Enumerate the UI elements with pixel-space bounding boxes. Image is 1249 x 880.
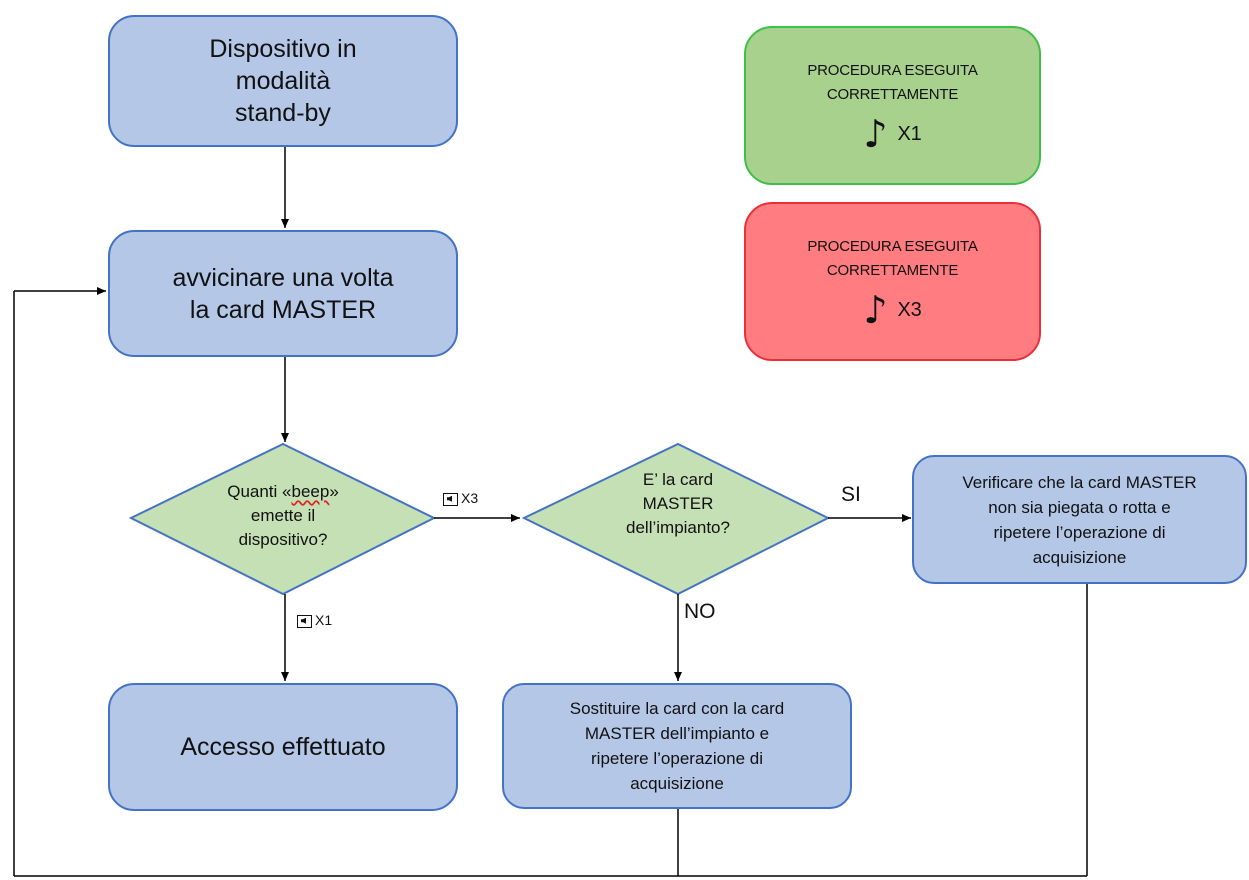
master-question-line: MASTER <box>642 494 714 513</box>
legend-success: PROCEDURA ESEGUITA CORRETTAMENTE ♪ X1 <box>744 26 1041 185</box>
beep-question-diamond <box>128 442 437 596</box>
edge-label-si: SI <box>841 483 861 506</box>
speaker-icon <box>297 614 312 628</box>
approach-line: avvicinare una volta <box>172 263 394 292</box>
legend-success-sound: ♪ X1 <box>863 115 921 153</box>
legend-success-line: CORRETTAMENTE <box>826 85 959 103</box>
edge-label-no: NO <box>684 600 716 623</box>
legend-success-line: PROCEDURA ESEGUITA <box>807 61 978 79</box>
replace-line: Sostituire la card con la card <box>569 699 785 718</box>
verify-line: non sia piegata o rotta e <box>988 497 1171 517</box>
master-question-line: dell’impianto? <box>626 518 730 537</box>
edge-label-x3: X3 <box>443 490 478 506</box>
legend-failure-line: PROCEDURA ESEGUITA <box>807 237 978 255</box>
legend-failure-line: CORRETTAMENTE <box>826 261 959 279</box>
legend-failure-sound: ♪ X3 <box>863 291 921 329</box>
standby-node: Dispositivo in modalità stand-by <box>108 15 458 147</box>
music-note-icon: ♪ <box>863 287 888 332</box>
beep-question-line: dispositivo? <box>238 530 328 549</box>
approach-card-node: avvicinare una volta la card MASTER <box>108 230 458 357</box>
music-note-icon: ♪ <box>863 111 888 156</box>
beep-word: beep <box>291 482 330 501</box>
standby-line: modalità <box>235 67 331 95</box>
legend-success-count: X1 <box>897 122 922 145</box>
verify-line: Verificare che la card MASTER <box>962 472 1197 492</box>
standby-line: Dispositivo in <box>209 35 357 63</box>
access-line: Accesso effettuato <box>180 733 386 761</box>
beep-question-line: emette il <box>250 506 316 525</box>
beep-question-line: Quanti «beep» <box>227 482 339 501</box>
legend-failure-count: X3 <box>897 298 922 321</box>
speaker-icon <box>443 492 458 506</box>
standby-line: stand-by <box>235 99 331 127</box>
edge-label-x1: X1 <box>297 612 332 628</box>
beep-question-text: Quanti «beep» emette il dispositivo? <box>183 480 383 552</box>
approach-line: la card MASTER <box>189 295 377 324</box>
replace-line: acquisizione <box>630 774 724 793</box>
master-question-text: E’ la card MASTER dell’impianto? <box>578 468 778 540</box>
replace-line: ripetere l’operazione di <box>591 749 763 768</box>
replace-line: MASTER dell’impianto e <box>584 724 770 743</box>
verify-line: acquisizione <box>1032 547 1127 567</box>
verify-line: ripetere l’operazione di <box>993 522 1166 542</box>
access-node: Accesso effettuato <box>108 683 458 811</box>
verify-card-node: Verificare che la card MASTER non sia pi… <box>912 455 1247 584</box>
replace-card-node: Sostituire la card con la card MASTER de… <box>502 683 852 809</box>
legend-failure: PROCEDURA ESEGUITA CORRETTAMENTE ♪ X3 <box>744 202 1041 361</box>
master-question-line: E’ la card <box>642 470 714 489</box>
